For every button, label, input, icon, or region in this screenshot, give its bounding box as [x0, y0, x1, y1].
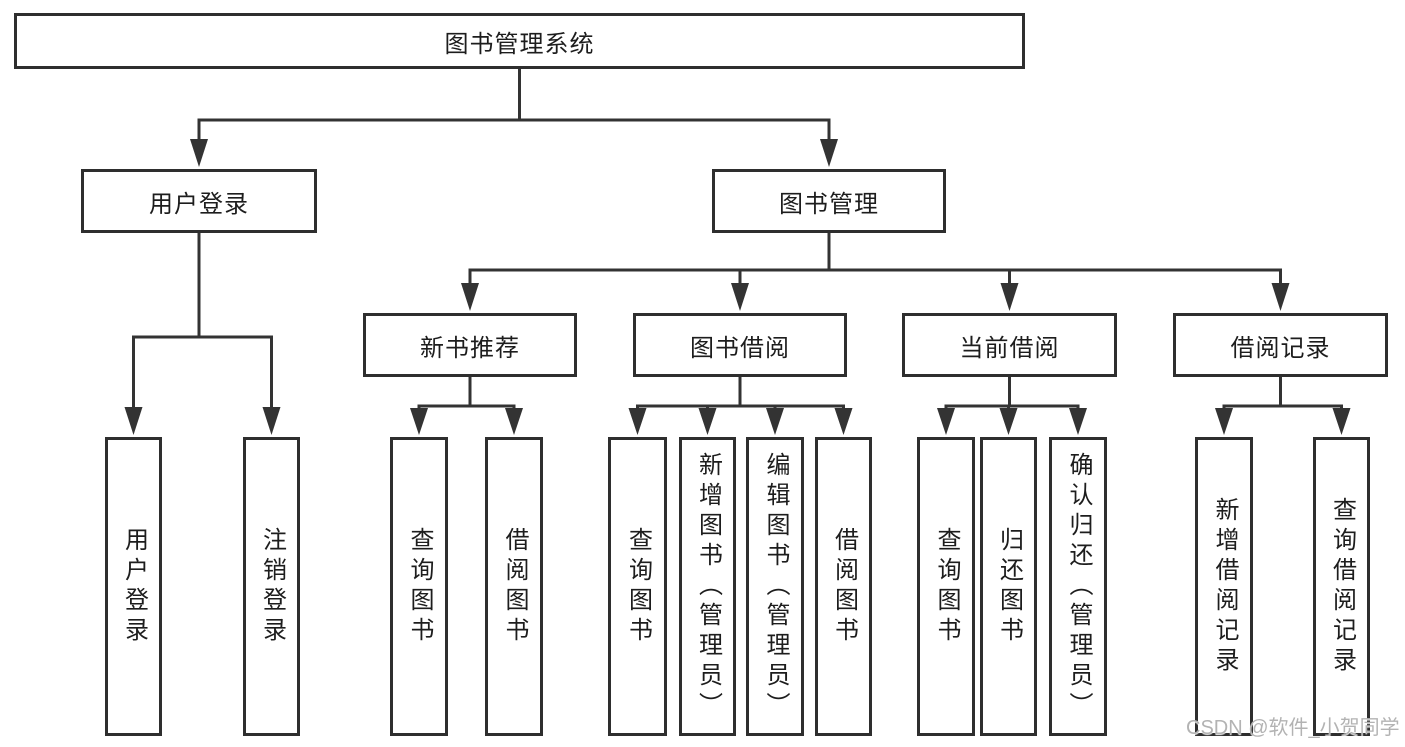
node-book-management: 图书管理: [712, 169, 946, 233]
node-user-login: 用户登录: [81, 169, 317, 233]
leaf-label: 归还图书: [995, 526, 1023, 647]
leaf-label: 查询图书: [624, 526, 652, 647]
leaf-borrow-books-recommend: 借阅图书: [485, 437, 543, 736]
leaf-label: 查询图书: [933, 526, 960, 647]
leaf-edit-book-admin: 编辑图书（管理员）: [746, 437, 804, 736]
leaf-query-books-current: 查询图书: [917, 437, 975, 736]
leaf-confirm-return-admin: 确认归还（管理员）: [1049, 437, 1107, 736]
node-library-system: 图书管理系统: [14, 13, 1025, 69]
leaf-query-books-recommend: 查询图书: [390, 437, 448, 736]
leaf-logout: 注销登录: [243, 437, 300, 736]
leaf-label: 借阅图书: [830, 526, 858, 647]
node-label: 图书管理: [779, 190, 879, 218]
csdn-watermark: CSDN @软件_小贺同学: [1186, 717, 1400, 739]
leaf-label: 确认归还（管理员）: [1065, 451, 1092, 722]
leaf-label: 借阅图书: [501, 526, 528, 647]
node-label: 借阅记录: [1230, 334, 1331, 362]
node-label: 新书推荐: [420, 334, 520, 362]
node-borrow-records: 借阅记录: [1173, 313, 1388, 377]
leaf-borrow-books: 借阅图书: [815, 437, 872, 736]
leaf-user-login: 用户登录: [105, 437, 162, 736]
leaf-query-books-borrow: 查询图书: [608, 437, 667, 736]
node-label: 用户登录: [149, 190, 249, 218]
leaf-label: 新增图书（管理员）: [694, 451, 722, 722]
node-new-book-recommend: 新书推荐: [363, 313, 577, 377]
leaf-label: 新增借阅记录: [1211, 496, 1238, 677]
node-label: 图书管理系统: [444, 30, 595, 58]
leaf-return-books: 归还图书: [980, 437, 1037, 736]
leaf-label: 编辑图书（管理员）: [762, 451, 789, 722]
leaf-add-book-admin: 新增图书（管理员）: [679, 437, 736, 736]
node-label: 图书借阅: [690, 334, 790, 362]
leaf-label: 用户登录: [120, 526, 148, 647]
node-current-borrow: 当前借阅: [902, 313, 1117, 377]
leaf-add-borrow-record: 新增借阅记录: [1195, 437, 1253, 736]
leaf-label: 注销登录: [258, 526, 286, 647]
leaf-label: 查询图书: [406, 526, 433, 647]
leaf-label: 查询借阅记录: [1328, 496, 1356, 677]
node-label: 当前借阅: [959, 334, 1060, 362]
node-book-borrow: 图书借阅: [633, 313, 847, 377]
leaf-query-borrow-record: 查询借阅记录: [1313, 437, 1370, 736]
